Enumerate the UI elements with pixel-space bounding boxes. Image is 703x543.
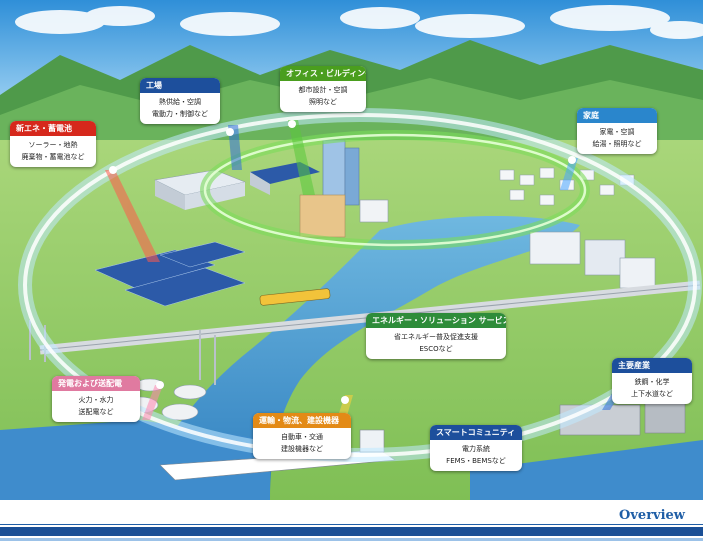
callout-power: 発電および送配電 火力・水力 送配電など (52, 376, 140, 422)
callout-new-energy: 新エネ・蓄電池 ソーラー・地熱 廃棄物・蓄電池など (10, 121, 96, 167)
callout-industry-line-1: 鉄鋼・化学 (634, 378, 670, 386)
callout-home: 家庭 家電・空調 給湯・照明など (577, 108, 657, 154)
callout-transport-line-1: 自動車・交通 (281, 433, 323, 441)
ring-nodes (109, 120, 576, 404)
footer-bar: Overview (0, 500, 703, 543)
callout-transport-line-2: 建設機器など (281, 445, 323, 453)
factory-buildings (154, 162, 320, 210)
callout-new-energy-body: ソーラー・地熱 廃棄物・蓄電池など (10, 136, 96, 167)
callout-smart-community-title: スマートコミュニティ (430, 425, 522, 440)
callout-power-body: 火力・水力 送配電など (52, 391, 140, 422)
callout-industry: 主要産業 鉄鋼・化学 上下水道など (612, 358, 692, 404)
callout-factory-line-1: 熱供給・空調 (159, 98, 201, 106)
callout-industry-line-2: 上下水道など (631, 390, 673, 398)
callout-smart-community: スマートコミュニティ 電力系統 FEMS・BEMSなど (430, 425, 522, 471)
callout-new-energy-line-1: ソーラー・地熱 (28, 141, 78, 149)
callout-smart-community-line-1: 電力系統 (462, 445, 490, 453)
callout-office: オフィス・ビルディング 都市設計・空調 照明など (280, 66, 366, 112)
callout-smart-community-body: 電力系統 FEMS・BEMSなど (430, 440, 522, 471)
footer-rule-thin (0, 524, 703, 525)
river (140, 215, 580, 500)
callout-factory-title: 工場 (140, 78, 220, 93)
callout-home-title: 家庭 (577, 108, 657, 123)
clouds (15, 5, 703, 39)
train (259, 288, 331, 306)
callout-energy-solution-title: エネルギー・ソリューション サービス (366, 313, 506, 328)
callout-new-energy-line-2: 廃棄物・蓄電池など (21, 153, 85, 161)
callout-transport-title: 運輸・物流、建設機器 (253, 413, 351, 428)
callout-home-body: 家電・空調 給湯・照明など (577, 123, 657, 154)
footer-rule-light (0, 538, 703, 541)
overview-label: Overview (619, 508, 685, 523)
footer-rule-thick (0, 527, 703, 536)
callout-smart-community-line-2: FEMS・BEMSなど (446, 457, 506, 465)
callout-energy-solution-line-2: ESCOなど (419, 345, 453, 353)
office-towers (299, 139, 389, 238)
callout-power-title: 発電および送配電 (52, 376, 140, 391)
callout-new-energy-title: 新エネ・蓄電池 (10, 121, 96, 136)
callout-power-line-2: 送配電など (78, 408, 114, 416)
inner-ring-core (203, 133, 587, 247)
callout-home-line-1: 家電・空調 (599, 128, 635, 136)
callout-office-line-1: 都市設計・空調 (298, 86, 348, 94)
callout-energy-solution: エネルギー・ソリューション サービス 省エネルギー普及促進支援 ESCOなど (366, 313, 506, 359)
callout-energy-solution-line-1: 省エネルギー普及促進支援 (394, 333, 478, 341)
callout-office-title: オフィス・ビルディング (280, 66, 366, 81)
callout-office-line-2: 照明など (309, 98, 337, 106)
callout-office-body: 都市設計・空調 照明など (280, 81, 366, 112)
outer-ring-core (23, 113, 697, 457)
callout-factory: 工場 熱供給・空調 電動力・制御など (140, 78, 220, 124)
callout-factory-body: 熱供給・空調 電動力・制御など (140, 93, 220, 124)
solar-farm (94, 241, 246, 307)
callout-industry-body: 鉄鋼・化学 上下水道など (612, 373, 692, 404)
sea-right (470, 440, 703, 500)
callout-power-line-1: 火力・水力 (78, 396, 114, 404)
callout-home-line-2: 給湯・照明など (592, 140, 642, 148)
callout-industry-title: 主要産業 (612, 358, 692, 373)
callout-transport: 運輸・物流、建設機器 自動車・交通 建設機器など (253, 413, 351, 459)
callout-energy-solution-body: 省エネルギー普及促進支援 ESCOなど (366, 328, 506, 359)
callout-factory-line-2: 電動力・制御など (152, 110, 208, 118)
callout-transport-body: 自動車・交通 建設機器など (253, 428, 351, 459)
apartments (529, 231, 656, 289)
